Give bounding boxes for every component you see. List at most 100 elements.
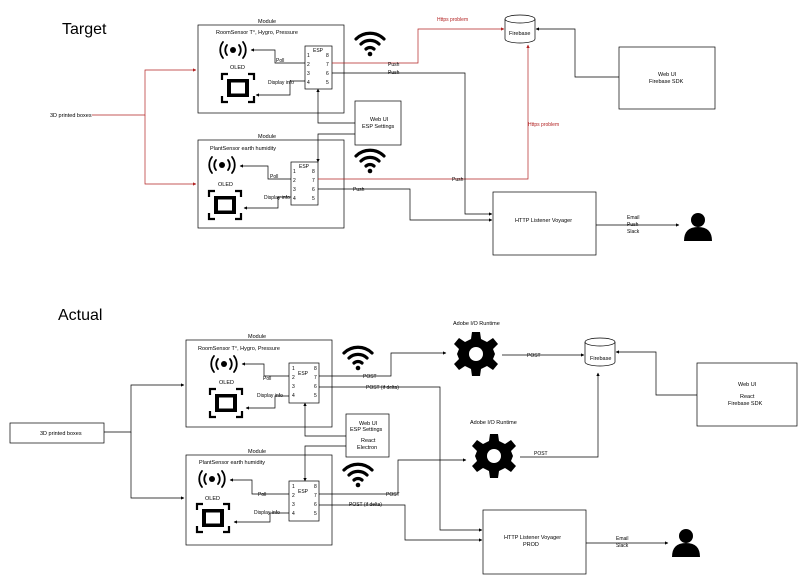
poll-arrow (229, 478, 289, 495)
adobe-runtime-2-label: Adobe I/O Runtime (470, 420, 517, 426)
pin-8: 8 (314, 484, 317, 490)
web-ui-settings-line-4: Electron (357, 445, 377, 451)
oled-label: OLED (205, 496, 220, 502)
pin-7: 7 (314, 493, 317, 499)
pin-5: 5 (314, 511, 317, 517)
pin-7: 7 (314, 375, 317, 381)
notify-slack: Slack (627, 229, 640, 235)
user-icon (684, 213, 712, 241)
notify-push: Push (627, 222, 639, 228)
actual-boxes-label: 3D printed boxes (40, 431, 82, 437)
poll-arrow (239, 164, 291, 180)
module-caption: Module (258, 134, 276, 140)
pin-3: 3 (292, 502, 295, 508)
web-ui-firebase-line-1: Web UI (738, 382, 757, 388)
target-web-ui-firebase-box (618, 46, 716, 110)
pin-1: 1 (307, 53, 310, 59)
user-icon (672, 529, 700, 557)
pin-3: 3 (293, 187, 296, 193)
pin-6: 6 (314, 502, 317, 508)
pin-2: 2 (293, 178, 296, 184)
poll-label: Poll (263, 376, 271, 382)
pin-2: 2 (292, 493, 295, 499)
http-listener-line-1: HTTP Listener Voyager (504, 535, 561, 541)
pin-5: 5 (314, 393, 317, 399)
pin-5: 5 (312, 196, 315, 202)
esp-chip (290, 161, 319, 206)
database-icon (504, 14, 536, 44)
pin-4: 4 (293, 196, 296, 202)
pin-7: 7 (326, 62, 329, 68)
oled-label: OLED (230, 65, 245, 71)
web-ui-to-firebase-arrow (615, 350, 697, 396)
esp-chip (304, 45, 333, 90)
poll-label: Poll (270, 174, 278, 180)
web-ui-firebase-line-2: Firebase SDK (649, 79, 684, 85)
sensor-name: RoomSensor T°, Hygro, Pressure (216, 30, 298, 36)
post-label-2: POST (527, 353, 541, 359)
push-label-3: Push (452, 177, 464, 183)
wifi-icon (342, 345, 374, 372)
settings-to-plant-esp-arrow (316, 133, 355, 163)
actual-title: Actual (58, 307, 102, 324)
oled-label: OLED (219, 380, 234, 386)
actual-web-ui-firebase-box (696, 362, 798, 427)
esp-chip (288, 362, 320, 404)
pin-8: 8 (314, 366, 317, 372)
actual-boxes-box (9, 422, 105, 444)
settings-to-room-esp-arrow (316, 88, 355, 124)
target-boxes-to-room-arrow (92, 68, 197, 116)
post-delta-label-2: POST (if delta) (349, 502, 382, 508)
http-listener-line-2: PROD (523, 542, 539, 548)
display-arrow (233, 512, 289, 524)
pin-6: 6 (312, 187, 315, 193)
https-problem-2: Https problem (528, 122, 559, 128)
actual-firebase-label: Firebase (590, 356, 611, 362)
target-firebase-label: Firebase (509, 31, 530, 37)
web-ui-settings-line-2: ESP Settings (362, 124, 395, 130)
display-label: Display info (268, 80, 294, 86)
poll-label: Poll (276, 58, 284, 64)
display-label: Display info (264, 195, 290, 201)
actual-plant-module: Module PlantSensor earth humidity OLED E… (185, 449, 333, 546)
esp-chip (288, 480, 320, 522)
web-ui-firebase-line-2: React (740, 394, 755, 400)
sensor-name: PlantSensor earth humidity (210, 146, 276, 152)
pin-1: 1 (293, 169, 296, 175)
poll-label: Poll (258, 492, 266, 498)
pin-4: 4 (292, 511, 295, 517)
web-ui-firebase-line-3: Firebase SDK (728, 401, 763, 407)
https-problem-1: Https problem (437, 17, 468, 23)
web-ui-settings-line-2: ESP Settings (350, 427, 383, 433)
plant-push-to-firebase-arrow (318, 44, 530, 180)
post-label-1: POST (363, 374, 377, 380)
web-ui-to-firebase-arrow (535, 27, 619, 78)
web-ui-settings-line-1: Web UI (359, 421, 378, 427)
runtime-2-to-firebase-arrow (520, 372, 600, 458)
pin-1: 1 (292, 366, 295, 372)
http-listener-label: HTTP Listener Voyager (515, 218, 572, 224)
pin-4: 4 (307, 80, 310, 86)
target-http-listener-box (492, 191, 597, 256)
post-label-3: POST (386, 492, 400, 498)
pin-6: 6 (326, 71, 329, 77)
plant-post-delta-to-listener-arrow (319, 504, 483, 542)
pin-8: 8 (326, 53, 329, 59)
notify-email: Email (616, 536, 629, 542)
pin-3: 3 (307, 71, 310, 77)
display-label: Display info (254, 510, 280, 516)
notify-slack: Slack (616, 543, 629, 549)
pin-8: 8 (312, 169, 315, 175)
pin-2: 2 (292, 375, 295, 381)
pin-4: 4 (292, 393, 295, 399)
actual-http-listener-box (482, 509, 587, 575)
module-caption: Module (248, 449, 266, 455)
pin-5: 5 (326, 80, 329, 86)
pin-1: 1 (292, 484, 295, 490)
actual-web-ui-settings-box (345, 413, 390, 458)
settings-to-plant-esp-arrow (303, 445, 346, 482)
gear-icon (472, 434, 516, 478)
esp-label: ESP (298, 371, 309, 377)
esp-label: ESP (299, 164, 310, 170)
web-ui-firebase-line-1: Web UI (658, 72, 677, 78)
